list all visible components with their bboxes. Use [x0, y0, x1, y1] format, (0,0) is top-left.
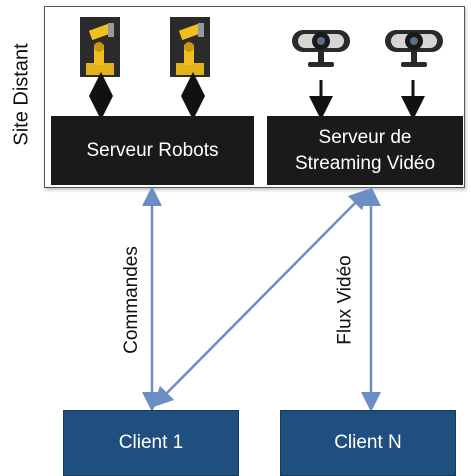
client-n-label: Client N: [334, 432, 402, 453]
client-1-box: Client 1: [63, 410, 239, 476]
robot-server: Serveur Robots: [51, 116, 254, 185]
video-server-label-line1: Serveur de: [318, 126, 412, 148]
robot-server-label: Serveur Robots: [86, 139, 219, 161]
commands-label: Commandes: [121, 246, 142, 354]
video-stream-label: Flux Vidéo: [335, 255, 356, 345]
webcam-icon: [385, 30, 443, 67]
webcam-icon: [292, 30, 350, 67]
client-n-box: Client N: [280, 410, 456, 476]
video-server-label-line2: Streaming Vidéo: [294, 152, 436, 174]
client-1-label: Client 1: [118, 432, 184, 453]
video-streaming-server: Serveur de Streaming Vidéo: [267, 116, 463, 185]
robot-arm-icon: [80, 17, 120, 77]
diagonal-link-arrow: [152, 188, 370, 408]
